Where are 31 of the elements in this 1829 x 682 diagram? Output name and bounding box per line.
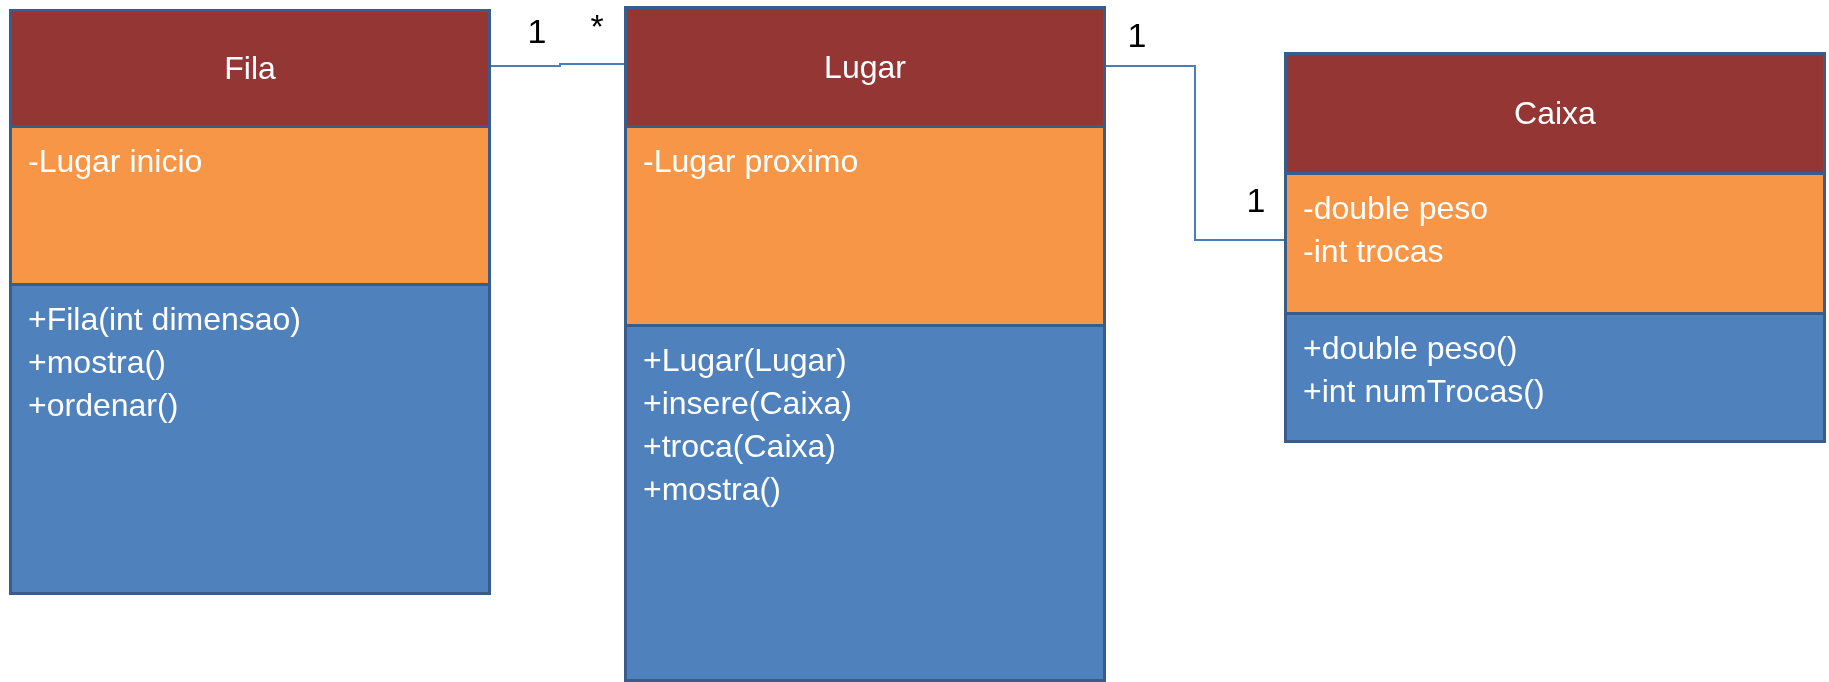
method-text: +Fila(int dimensao) bbox=[28, 300, 302, 339]
attributes-section bbox=[627, 125, 1103, 324]
association-line bbox=[490, 63, 625, 67]
class-box bbox=[1284, 52, 1826, 443]
methods-section bbox=[1287, 312, 1823, 440]
method-text: +mostra() bbox=[28, 343, 167, 382]
method-text: +ordenar() bbox=[28, 386, 180, 425]
class-box bbox=[624, 6, 1106, 682]
multiplicity-label: 1 bbox=[1127, 15, 1147, 55]
attribute-text: -Lugar proximo bbox=[643, 142, 860, 181]
attribute-text: -int trocas bbox=[1303, 232, 1445, 271]
multiplicity-label: * bbox=[590, 6, 604, 46]
method-text: +Lugar(Lugar) bbox=[643, 341, 848, 380]
multiplicity-label: 1 bbox=[1246, 180, 1266, 220]
association-line bbox=[1105, 65, 1285, 241]
class-name: Caixa bbox=[1514, 94, 1596, 133]
method-text: +insere(Caixa) bbox=[643, 384, 853, 423]
attributes-section bbox=[12, 125, 488, 283]
class-name: Fila bbox=[224, 49, 276, 88]
class-name: Lugar bbox=[824, 47, 906, 87]
attribute-text: -Lugar inicio bbox=[28, 142, 204, 181]
methods-section bbox=[627, 324, 1103, 679]
methods-section bbox=[12, 283, 488, 592]
method-text: +mostra() bbox=[643, 470, 782, 509]
method-text: +int numTrocas() bbox=[1303, 372, 1546, 411]
method-text: +troca(Caixa) bbox=[643, 427, 837, 466]
attribute-text: -double peso bbox=[1303, 189, 1490, 228]
method-text: +double peso() bbox=[1303, 329, 1519, 368]
multiplicity-label: 1 bbox=[527, 11, 547, 51]
class-box bbox=[9, 9, 491, 595]
attributes-section bbox=[1287, 172, 1823, 312]
